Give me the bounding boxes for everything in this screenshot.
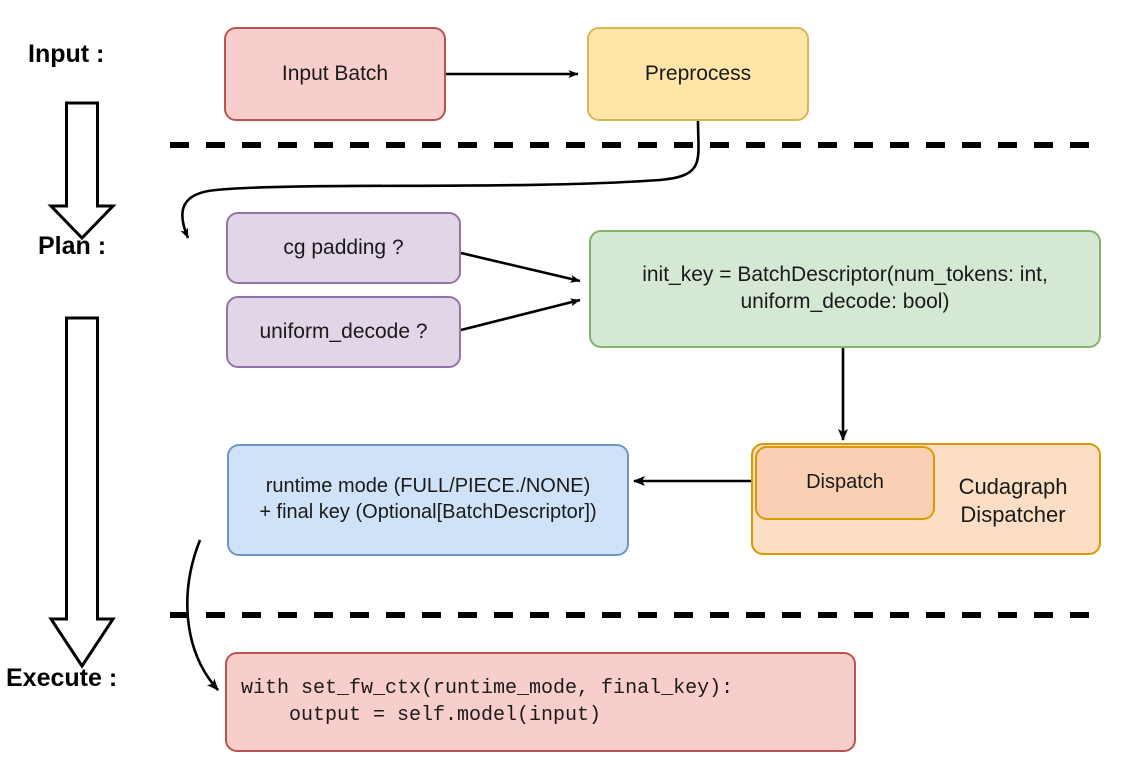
cudagraph-dispatcher-label: Cudagraph Dispatcher <box>958 473 1068 527</box>
connector-cg-padding-to-init-key <box>460 251 581 283</box>
node-input-batch[interactable]: Input Batch <box>224 27 446 121</box>
plan-to-execute-block-arrow <box>48 316 116 669</box>
node-init-key[interactable]: init_key = BatchDescriptor(num_tokens: i… <box>589 230 1101 348</box>
stage-label-input: Input : <box>28 40 105 68</box>
node-runtime-mode[interactable]: runtime mode (FULL/PIECE./NONE) + final … <box>227 444 629 556</box>
node-uniform-decode[interactable]: uniform_decode ? <box>226 296 461 368</box>
stage-label-execute: Execute : <box>6 664 118 692</box>
node-cg-padding[interactable]: cg padding ? <box>226 212 461 284</box>
connector-uniform-decode-to-init-key <box>460 298 581 332</box>
node-preprocess[interactable]: Preprocess <box>587 27 809 121</box>
connector-runtime-mode-to-execute-code <box>186 539 219 691</box>
stage-label-plan: Plan : <box>38 232 107 260</box>
input-to-plan-block-arrow <box>47 101 117 241</box>
node-dispatch[interactable]: Dispatch <box>755 446 935 520</box>
node-execute-code[interactable]: with set_fw_ctx(runtime_mode, final_key)… <box>225 652 856 752</box>
